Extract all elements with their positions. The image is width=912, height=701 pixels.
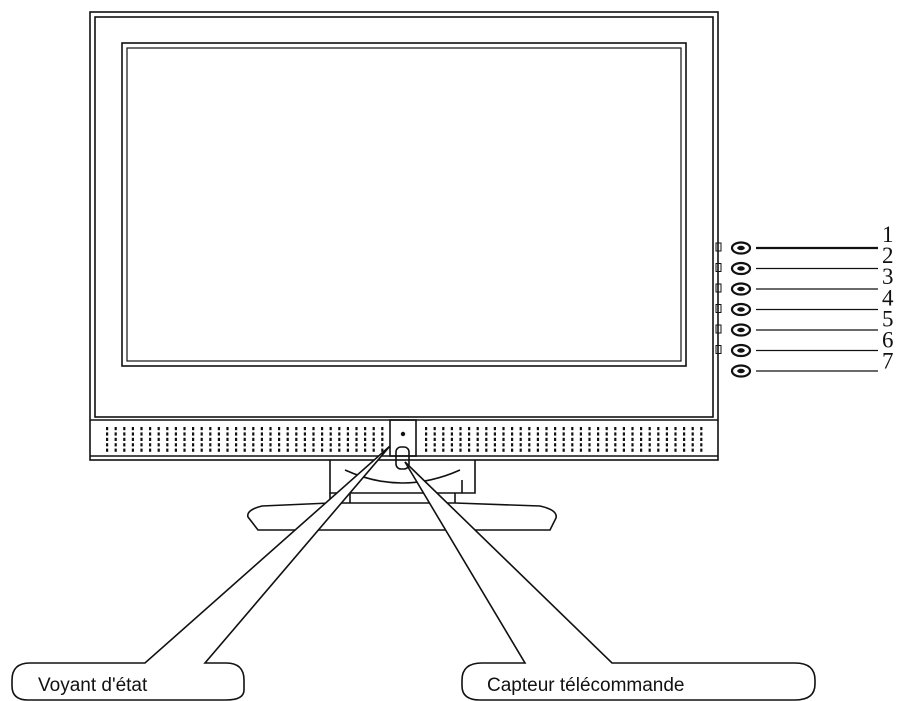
side-button-3: 3 [715, 264, 894, 296]
side-button-7: 7 [730, 349, 894, 378]
stand-base [246, 493, 557, 531]
callout-label-status-led: Voyant d'état [38, 675, 148, 696]
side-button-5: 5 [715, 306, 894, 337]
tv-bezel [89, 11, 719, 461]
callout-bubble-sensor [404, 461, 816, 701]
button-number-7: 7 [882, 349, 894, 374]
button-number-1: 1 [882, 222, 894, 247]
button-number-6: 6 [882, 328, 894, 353]
status-led [400, 431, 406, 437]
button-number-2: 2 [882, 243, 894, 268]
button-number-3: 3 [882, 264, 894, 289]
button-number-5: 5 [882, 306, 894, 331]
side-button-4: 4 [715, 285, 894, 317]
side-button-1: 1 [715, 222, 894, 255]
callout-bubble-status [11, 445, 391, 701]
callout-label-remote-sensor: Capteur télécommande [487, 675, 685, 696]
side-button-6: 6 [715, 328, 894, 358]
tv-screen [121, 42, 687, 367]
speaker-grille [106, 427, 703, 452]
side-button-2: 2 [715, 243, 894, 276]
speaker-strip [90, 419, 718, 457]
remote-sensor-window [395, 446, 410, 470]
button-number-4: 4 [882, 285, 894, 310]
